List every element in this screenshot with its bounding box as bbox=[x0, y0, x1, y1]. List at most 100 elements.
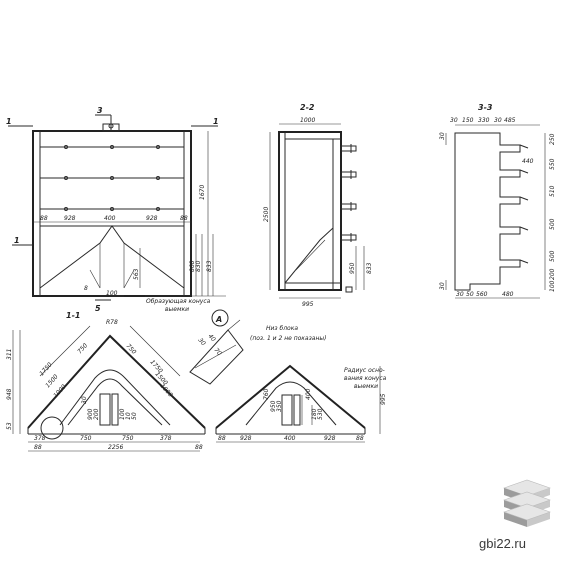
plan-outer-outline bbox=[27, 334, 206, 429]
dim-3-3-right-5: 200 bbox=[549, 268, 556, 280]
section-1-1-title: 1-1 bbox=[66, 311, 80, 320]
detail-a-dim-2: 70 bbox=[212, 347, 222, 357]
plan-dim-bottom-2: 750 bbox=[122, 435, 134, 442]
plan-dim-bottom-3: 378 bbox=[160, 435, 172, 442]
dim-3-3-bottom-2: 560 bbox=[476, 291, 488, 298]
dim-angle-note: 8 bbox=[84, 285, 88, 292]
bottom-height: 995 bbox=[380, 393, 387, 405]
radius-label-line3: выемки bbox=[354, 383, 378, 390]
dim-3-3-right-0: 250 bbox=[549, 133, 556, 145]
dim-height-sub: 563 bbox=[133, 268, 140, 280]
cut-1-right-label: 1 bbox=[213, 117, 219, 126]
detail-a-marker: А bbox=[215, 315, 222, 324]
bottom-title-line1: Низ блока bbox=[266, 325, 298, 332]
bottom-inner-0: 760 bbox=[263, 388, 270, 400]
dim-center: 400 bbox=[104, 215, 116, 222]
dim-height-lower: 868 bbox=[189, 260, 196, 272]
detail-a-callout bbox=[40, 416, 64, 440]
dim-2-2-height: 2500 bbox=[263, 207, 270, 222]
plan-inner-4: 10 bbox=[125, 412, 132, 420]
dim-right-edge: 88 bbox=[180, 215, 188, 222]
plan-left-height-1: 948 bbox=[6, 388, 13, 400]
plan-radius-1: 1500 bbox=[44, 373, 60, 389]
detail-a-view bbox=[189, 309, 244, 385]
plan-inner-1: 900 bbox=[87, 408, 94, 420]
plan-angle-0: 750 bbox=[76, 342, 89, 355]
dim-3-3-right-2: 510 bbox=[549, 185, 556, 197]
site-watermark: gbi22.ru bbox=[479, 536, 526, 551]
dim-height-total: 1670 bbox=[199, 185, 206, 200]
plan-dim-bottom-1: 750 bbox=[80, 435, 92, 442]
dim-2-2-width: 1000 bbox=[300, 117, 315, 124]
plan-inner-3: 100 bbox=[119, 408, 126, 420]
cut-3-top-label: 3 bbox=[97, 106, 103, 115]
plan-inner-2: 200 bbox=[93, 408, 100, 420]
front-outline bbox=[32, 130, 192, 297]
dim-right-span: 928 bbox=[146, 215, 158, 222]
side-outline bbox=[278, 131, 342, 291]
cone-label-line2: выемки bbox=[165, 306, 189, 313]
bottom-dim-4: 88 bbox=[356, 435, 364, 442]
dim-left-span: 928 bbox=[64, 215, 76, 222]
plan-angle-1: 750 bbox=[125, 343, 138, 356]
dim-2-2-right-2: 833 bbox=[366, 262, 373, 274]
hatched-section bbox=[454, 132, 521, 291]
plan-dim-bottom-0: 378 bbox=[34, 435, 46, 442]
cone-label-line1: Образующая конуса bbox=[146, 298, 211, 305]
bottom-view bbox=[215, 364, 381, 443]
bottom-dim-3: 928 bbox=[324, 435, 336, 442]
dim-3-3-bottom-1: 50 bbox=[466, 291, 474, 298]
cut-1-left-label: 1 bbox=[6, 117, 12, 126]
stacked-slabs-icon bbox=[500, 478, 554, 530]
bottom-dim-1: 928 bbox=[240, 435, 252, 442]
dim-3-3-bottom-3: 480 bbox=[502, 291, 514, 298]
bottom-inner-2: 350 bbox=[276, 400, 283, 412]
dim-3-3-top-1: 150 bbox=[462, 117, 474, 124]
dim-3-3-right-4: 500 bbox=[549, 250, 556, 262]
bottom-inner-4: 180 bbox=[311, 408, 318, 420]
radius-label-line2: вания конуса bbox=[344, 375, 387, 382]
cut-1-mid-label: 1 bbox=[14, 236, 20, 245]
plan-top-radius: R78 bbox=[106, 319, 118, 326]
section-3-3-title: 3-3 bbox=[478, 103, 493, 112]
bottom-inner-5: 530 bbox=[317, 408, 324, 420]
dim-2-2-base: 995 bbox=[302, 301, 314, 308]
dim-3-3-inner: 440 bbox=[522, 158, 534, 165]
section-2-2-view bbox=[269, 123, 365, 299]
plan-left-height-2: 53 bbox=[6, 422, 13, 430]
plan-left-height-0: 311 bbox=[6, 349, 13, 360]
dim-3-3-right-6: 100 bbox=[549, 280, 556, 292]
dim-3-3-left-top: 30 bbox=[439, 132, 446, 140]
plan-view bbox=[12, 325, 206, 452]
cut-3-bottom-label: 5 bbox=[95, 304, 101, 313]
dim-height-right: 833 bbox=[206, 260, 213, 272]
bottom-dim-2: 400 bbox=[284, 435, 296, 442]
section-1-1-view bbox=[8, 114, 226, 301]
dim-bottom-small: 100 bbox=[106, 290, 118, 297]
dim-2-2-right-1: 950 bbox=[349, 262, 356, 274]
dim-3-3-left-bottom: 30 bbox=[439, 282, 446, 290]
plan-inner-0: 30 bbox=[81, 396, 88, 404]
radius-label-line1: Радиус осно- bbox=[344, 367, 385, 374]
plan-radius-0: 1750 bbox=[38, 361, 54, 377]
dim-3-3-top-2: 330 bbox=[478, 117, 490, 124]
dim-3-3-right-3: 500 bbox=[549, 218, 556, 230]
plan-overall: 2256 bbox=[108, 444, 123, 451]
dim-3-3-top-0: 30 bbox=[450, 117, 458, 124]
bottom-title-line2: (поз. 1 и 2 не показаны) bbox=[250, 335, 326, 342]
detail-a-dim-1: 40 bbox=[206, 333, 216, 343]
detail-a-dim-0: 30 bbox=[196, 337, 206, 347]
bottom-outline bbox=[215, 364, 366, 429]
dim-3-3-top-3: 30 bbox=[494, 117, 502, 124]
dim-3-3-bottom-0: 30 bbox=[456, 291, 464, 298]
section-3-3-view bbox=[445, 124, 546, 299]
plan-inner-5: 50 bbox=[131, 412, 138, 420]
plan-edge-left: 88 bbox=[34, 444, 42, 451]
bottom-inner-1: 950 bbox=[270, 400, 277, 412]
detail-a-marker-circle bbox=[211, 309, 229, 327]
bottom-inner-3: 400 bbox=[305, 388, 312, 400]
dim-3-3-top-4: 485 bbox=[504, 117, 516, 124]
bottom-dim-0: 88 bbox=[218, 435, 226, 442]
